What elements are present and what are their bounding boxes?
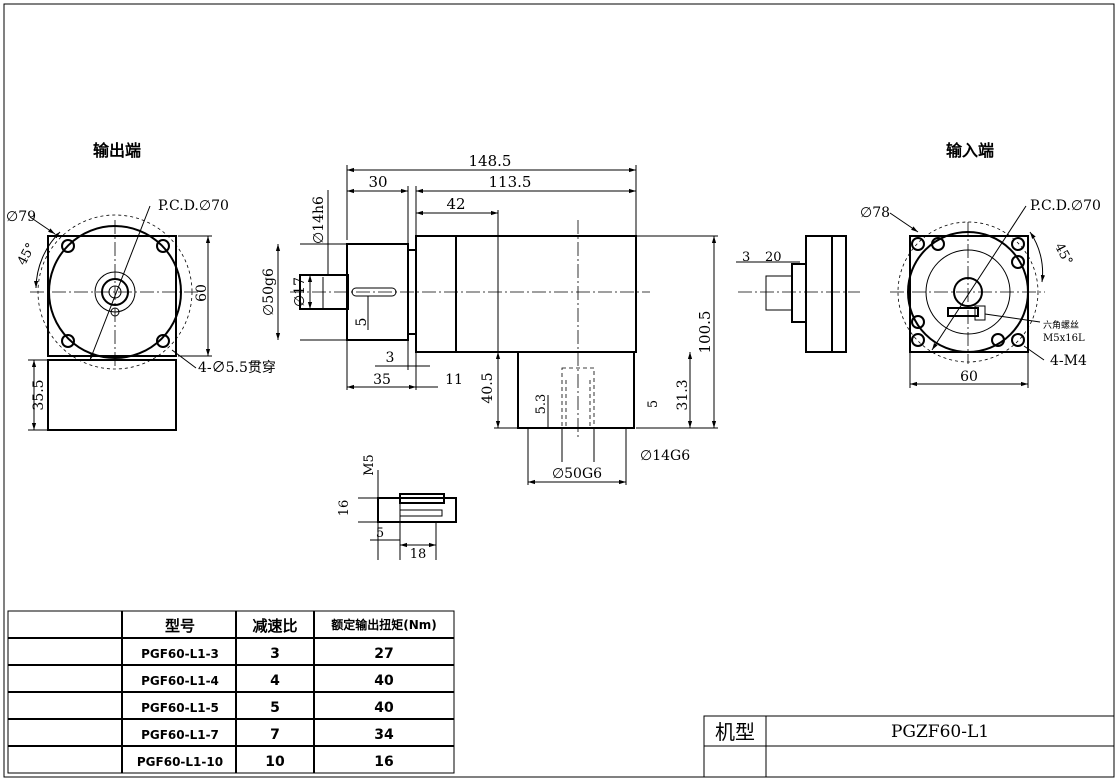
dim-phi17: ∅17: [292, 277, 308, 307]
motor-adapter-body: [455, 235, 637, 353]
angle-45-right: 45°: [1051, 241, 1075, 268]
table-row-model: PGF60-L1-3: [141, 647, 219, 661]
table-row-torque: 40: [374, 700, 394, 716]
dim-100-5: 100.5: [696, 311, 714, 354]
table-row-torque: 40: [374, 673, 394, 689]
dim-31-3: 31.3: [675, 379, 691, 410]
dim-35-5: 35.5: [31, 379, 47, 410]
motor-bore-hidden: [561, 367, 595, 429]
dim-40-5: 40.5: [480, 372, 496, 403]
table-header-torque: 额定输出扭矩(Nm): [331, 617, 437, 632]
table-row-model: PGF60-L1-10: [137, 755, 223, 769]
mount-hole: [61, 334, 75, 348]
table-header-model: 型号: [165, 617, 195, 635]
dim-5-key: 5: [354, 318, 370, 327]
input-end-title: 输入端: [946, 141, 994, 160]
dim-35: 35: [373, 372, 391, 388]
table-row-ratio: 7: [270, 727, 280, 743]
table-row-torque: 16: [374, 754, 393, 770]
input-pcd-label: P.C.D.∅70: [1030, 198, 1101, 214]
sheet-border: [3, 3, 1115, 778]
table-row-model: PGF60-L1-7: [141, 728, 219, 742]
dim-60: 60: [194, 284, 210, 302]
m4-hole: [1011, 255, 1025, 269]
title-block-label: 机型: [715, 720, 755, 744]
detail-5: 5: [376, 526, 384, 541]
screw-thread: [399, 509, 443, 517]
input-mount-hole: [1011, 333, 1025, 347]
mount-hole: [156, 239, 170, 253]
mount-hole: [61, 239, 75, 253]
m4-hole: [991, 333, 1005, 347]
side-view: 148.5 30 113.5 42 100.5 ∅50g6 ∅17 ∅14h6 …: [261, 152, 718, 485]
table-row-ratio: 3: [270, 646, 280, 662]
table-row-torque: 27: [374, 646, 393, 662]
table-row-model: PGF60-L1-4: [141, 674, 219, 688]
dim-113-5: 113.5: [489, 173, 532, 191]
table-row-ratio: 10: [265, 754, 285, 770]
input-mount-hole: [911, 237, 925, 251]
detail-16: 16: [337, 500, 352, 517]
dim-phi79: ∅79: [6, 209, 36, 225]
screw-detail: M5 16 5 18: [337, 454, 457, 562]
input-dim-3: 3: [742, 250, 750, 265]
output-flange: [47, 235, 177, 357]
dim-11: 11: [445, 372, 463, 388]
m4-hole: [931, 237, 945, 251]
dim-phi50g6: ∅50g6: [261, 268, 277, 316]
dim-3-flange: 3: [386, 350, 395, 366]
input-m4-note: 4-M4: [1050, 353, 1087, 369]
input-end-view: 输入端 3 20 60 ∅78 P.C.D.∅70 45° 六角螺丝 M5x16…: [736, 141, 1101, 388]
detail-18: 18: [410, 547, 427, 562]
dim-5-3: 5.3: [534, 394, 549, 415]
dim-phi14G6: ∅14G6: [640, 448, 690, 464]
spec-table: 型号 减速比 额定输出扭矩(Nm) PGF60-L1-3 3 27 PGF60-…: [7, 610, 455, 774]
dim-148-5: 148.5: [469, 152, 512, 170]
dim-phi14h6: ∅14h6: [311, 196, 327, 244]
table-row-model: PGF60-L1-5: [141, 701, 219, 715]
detail-m5: M5: [362, 454, 377, 476]
m4-hole: [911, 315, 925, 329]
adapter-bottom: [517, 351, 635, 429]
table-row-torque: 34: [374, 727, 394, 743]
input-dim-phi78: ∅78: [860, 205, 890, 221]
dim-5-bore: 5: [646, 400, 661, 408]
output-end-title: 输出端: [93, 141, 141, 160]
input-side-profile: [805, 235, 833, 353]
table-row-ratio: 5: [270, 700, 280, 716]
output-end-view: 输出端 60 ∅79 45° P.C.D.∅70 4-∅5.5贯穿 35.5: [6, 141, 276, 431]
title-block: 机型 PGZF60-L1: [703, 715, 1115, 778]
output-bottom-view: [47, 359, 177, 431]
input-mount-hole: [1011, 237, 1025, 251]
dim-30: 30: [368, 173, 387, 191]
output-pcd-label: P.C.D.∅70: [158, 198, 229, 214]
input-dim-20: 20: [765, 250, 782, 265]
input-dim-60: 60: [960, 369, 978, 385]
dim-phi50G6: ∅50G6: [552, 466, 602, 482]
angle-arc-45: [34, 231, 61, 289]
table-row-ratio: 4: [270, 673, 280, 689]
angle-45-left: 45°: [15, 241, 39, 268]
hex-screw-size: M5x16L: [1043, 333, 1085, 344]
screw-clamp-body: [377, 497, 457, 523]
mount-hole: [156, 334, 170, 348]
title-block-model: PGZF60-L1: [891, 722, 989, 742]
input-mount-hole: [911, 333, 925, 347]
dim-42: 42: [446, 195, 465, 213]
hex-screw: [947, 307, 979, 317]
gear-body: [415, 235, 457, 353]
table-header-ratio: 减速比: [252, 617, 297, 635]
hex-screw-note: 六角螺丝: [1043, 319, 1079, 331]
output-hole-note: 4-∅5.5贯穿: [198, 360, 276, 376]
